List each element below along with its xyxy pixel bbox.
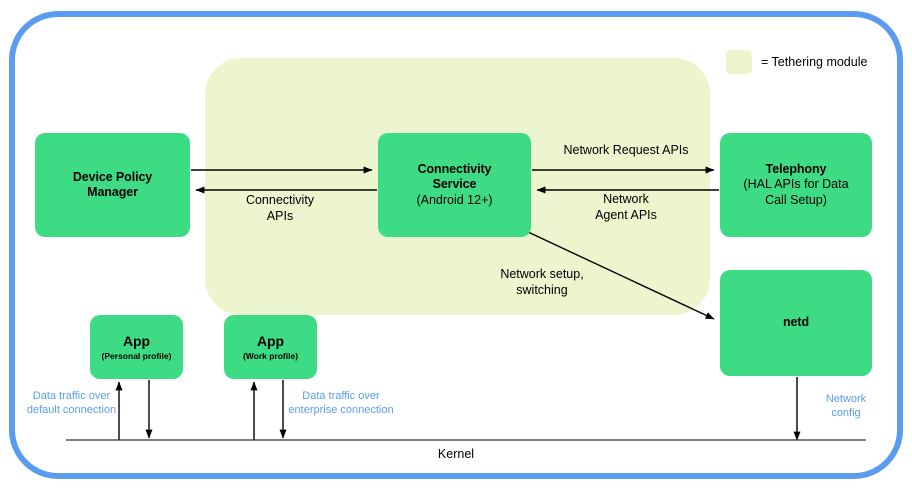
annotation-network-config: Network config xyxy=(825,393,867,420)
legend-swatch-tethering-module xyxy=(726,50,752,74)
annotation-data-traffic-enterprise: Data traffic over enterprise connection xyxy=(288,390,394,417)
edge-label-network-request-apis: Network Request APIs xyxy=(563,143,689,157)
node-title: App xyxy=(123,332,150,349)
edge-label-connectivity-apis: Connectivity APIs xyxy=(245,193,315,223)
node-title-line2: Manager xyxy=(87,185,138,199)
edge-label-network-agent-apis: Network Agent APIs xyxy=(595,192,657,222)
node-subtitle: (Personal profile) xyxy=(101,350,172,361)
node-subtitle: (Android 12+) xyxy=(416,192,493,207)
node-title: Connectivity xyxy=(417,162,492,177)
node-subtitle: (Work profile) xyxy=(242,350,299,361)
node-app-personal-profile[interactable]: App (Personal profile) xyxy=(90,315,183,379)
node-title: Device Policy xyxy=(72,169,153,184)
node-app-work-profile[interactable]: App (Work profile) xyxy=(224,315,317,379)
node-title-line2: Service xyxy=(432,177,477,192)
node-title: netd xyxy=(783,315,809,330)
outer-device-boundary xyxy=(9,11,903,479)
annotation-data-traffic-default: Data traffic over default connection xyxy=(26,390,117,417)
node-telephony[interactable]: Telephony (HAL APIs for Data Call Setup) xyxy=(720,133,872,237)
node-netd[interactable]: netd xyxy=(720,270,872,376)
node-title: App xyxy=(257,332,284,349)
legend: = Tethering module xyxy=(726,50,867,74)
node-device-policy-manager[interactable]: Device Policy Manager xyxy=(35,133,190,237)
node-subtitle: (HAL APIs for Data xyxy=(743,177,849,192)
node-connectivity-service[interactable]: Connectivity Service (Android 12+) xyxy=(378,133,531,237)
edge-label-network-setup-switching: Network setup, switching xyxy=(500,267,584,297)
node-title: Telephony xyxy=(765,162,827,177)
node-subtitle-line2: Call Setup) xyxy=(765,192,827,207)
legend-label-tethering-module: = Tethering module xyxy=(761,55,868,69)
kernel-label: Kernel xyxy=(437,447,475,461)
